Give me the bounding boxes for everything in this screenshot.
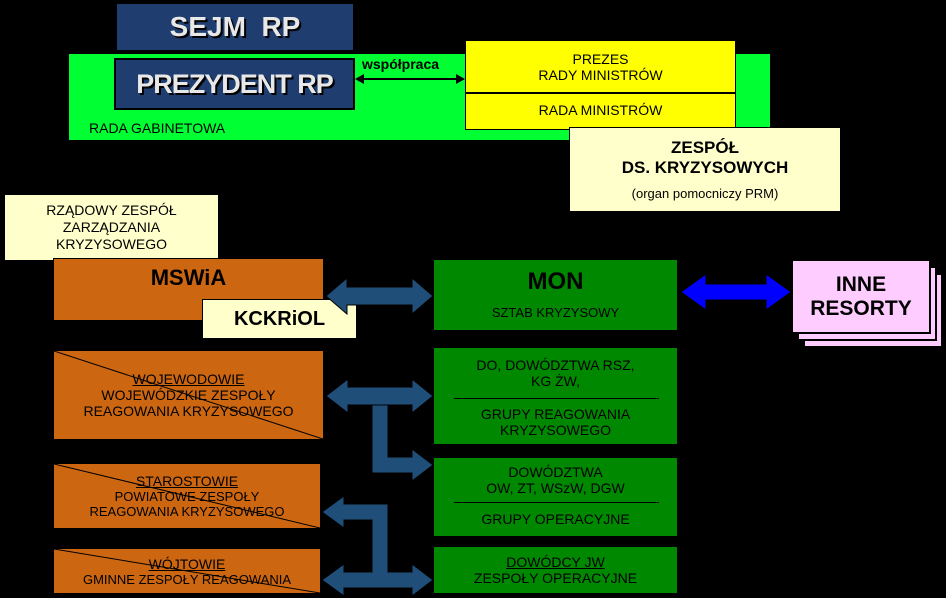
rzadowy-line3: KRYZYSOWEGO bbox=[56, 236, 167, 252]
rada-gabinetowa-label: RADA GABINETOWA bbox=[89, 120, 226, 136]
grupy-operacyjne-label: GRUPY OPERACYJNE bbox=[481, 511, 630, 527]
prezes-label: PREZES bbox=[572, 51, 629, 67]
starostowie-title: STAROSTOWIE bbox=[135, 473, 239, 489]
sztab-kryzysowy-label: SZTAB KRYZYSOWY bbox=[491, 305, 620, 320]
dowodztwa-line1: DOWÓDZTWA bbox=[508, 464, 603, 480]
powiatowe-line1: POWIATOWE ZESPOŁY bbox=[114, 489, 260, 504]
ds-kryzysowych-label: DS. KRYZYSOWYCH bbox=[621, 158, 789, 177]
prezes-rady-ministrow-box: PREZES RADY MINISTRÓW RADA MINISTRÓW bbox=[465, 40, 736, 130]
wojewodzkie-line1: WOJEWÓDZKIE ZESPOŁY bbox=[101, 387, 276, 403]
sejm-rp-box: SEJM RP bbox=[115, 2, 355, 52]
organ-pomocniczy-label: (organ pomocniczy PRM) bbox=[631, 186, 779, 201]
mon-label: MON bbox=[527, 268, 584, 295]
wojtowie-box: WÓJTOWIE GMINNE ZESPOŁY REAGOWANIA bbox=[53, 548, 321, 594]
prezydent-rp-box: PREZYDENT RP bbox=[114, 58, 355, 110]
partial-label-1: lp bbox=[372, 421, 385, 437]
mon-inne-arrow bbox=[680, 273, 792, 311]
wspolpraca-label: współpraca bbox=[362, 56, 440, 72]
rzadowy-line2: ZARZĄDZANIA bbox=[62, 219, 161, 235]
inne-resorty-box: INNE RESORTY bbox=[791, 259, 931, 334]
wojtowie-title: WÓJTOWIE bbox=[148, 555, 226, 572]
zespol-kryzysowy-box: ZESPÓŁ DS. KRYZYSOWYCH (organ pomocniczy… bbox=[569, 127, 841, 212]
inne-label: INNE bbox=[835, 272, 887, 296]
dowodztwa-line2: OW, ZT, WSzW, DGW bbox=[486, 480, 625, 496]
do-line1: DO, DOWÓDZTWA RSZ, bbox=[476, 357, 635, 373]
powiatowe-line2: REAGOWANIA KRYZYSOWEGO bbox=[89, 504, 285, 519]
partial-label-2: lp bbox=[366, 537, 379, 553]
grupy-reagowania-line2: KRYZYSOWEGO bbox=[500, 422, 611, 438]
kckriol-label: KCKRiOL bbox=[233, 307, 326, 330]
dowodztwa-ow-box: DOWÓDZTWA OW, ZT, WSzW, DGW GRUPY OPERAC… bbox=[433, 457, 678, 537]
divider bbox=[466, 92, 735, 94]
wojewodowie-box: WOJEWODOWIE WOJEWÓDZKIE ZESPOŁY REAGOWAN… bbox=[53, 350, 324, 440]
wojewodowie-title: WOJEWODOWIE bbox=[132, 371, 245, 387]
divider bbox=[454, 502, 659, 503]
mswia-label: MSWiA bbox=[150, 265, 227, 290]
dowodcy-jw-label: DOWÓDCY JW bbox=[506, 554, 605, 570]
grupy-reagowania-line1: GRUPY REAGOWANIA bbox=[480, 406, 631, 422]
mon-box: MON SZTAB KRYZYSOWY bbox=[433, 259, 678, 331]
strike-diagonal bbox=[54, 549, 320, 593]
zespol-label: ZESPÓŁ bbox=[670, 138, 739, 157]
rzadowy-line1: RZĄDOWY ZESPÓŁ bbox=[46, 202, 177, 218]
dowodcy-jw-box: DOWÓDCY JW ZESPOŁY OPERACYJNE bbox=[433, 546, 678, 594]
strike-diagonal bbox=[54, 464, 320, 528]
gminne-line1: GMINNE ZESPOŁY REAGOWANIA bbox=[82, 571, 292, 587]
wojewodzkie-line2: REAGOWANIA KRYZYSOWEGO bbox=[83, 403, 294, 419]
starostowie-box: STAROSTOWIE POWIATOWE ZESPOŁY REAGOWANIA… bbox=[53, 463, 321, 529]
do-line2: KG ŻW, bbox=[531, 373, 580, 389]
divider bbox=[454, 398, 659, 399]
resorty-label: RESORTY bbox=[810, 296, 912, 320]
dowodztwa-rsz-box: DO, DOWÓDZTWA RSZ, KG ŻW, GRUPY REAGOWAN… bbox=[433, 347, 678, 445]
rada-ministrow-label: RADA MINISTRÓW bbox=[538, 102, 663, 118]
sejm-rp-label: SEJM RP bbox=[169, 11, 301, 42]
prezydent-rp-label: PREZYDENT RP bbox=[136, 68, 334, 99]
zespoly-operacyjne-label: ZESPOŁY OPERACYJNE bbox=[473, 570, 638, 586]
rady-ministrow-label: RADY MINISTRÓW bbox=[538, 67, 663, 83]
kckriol-box: KCKRiOL bbox=[202, 299, 357, 339]
rzadowy-zespol-box: RZĄDOWY ZESPÓŁ ZARZĄDZANIA KRYZYSOWEGO bbox=[4, 194, 219, 261]
strike-diagonal bbox=[54, 351, 323, 439]
